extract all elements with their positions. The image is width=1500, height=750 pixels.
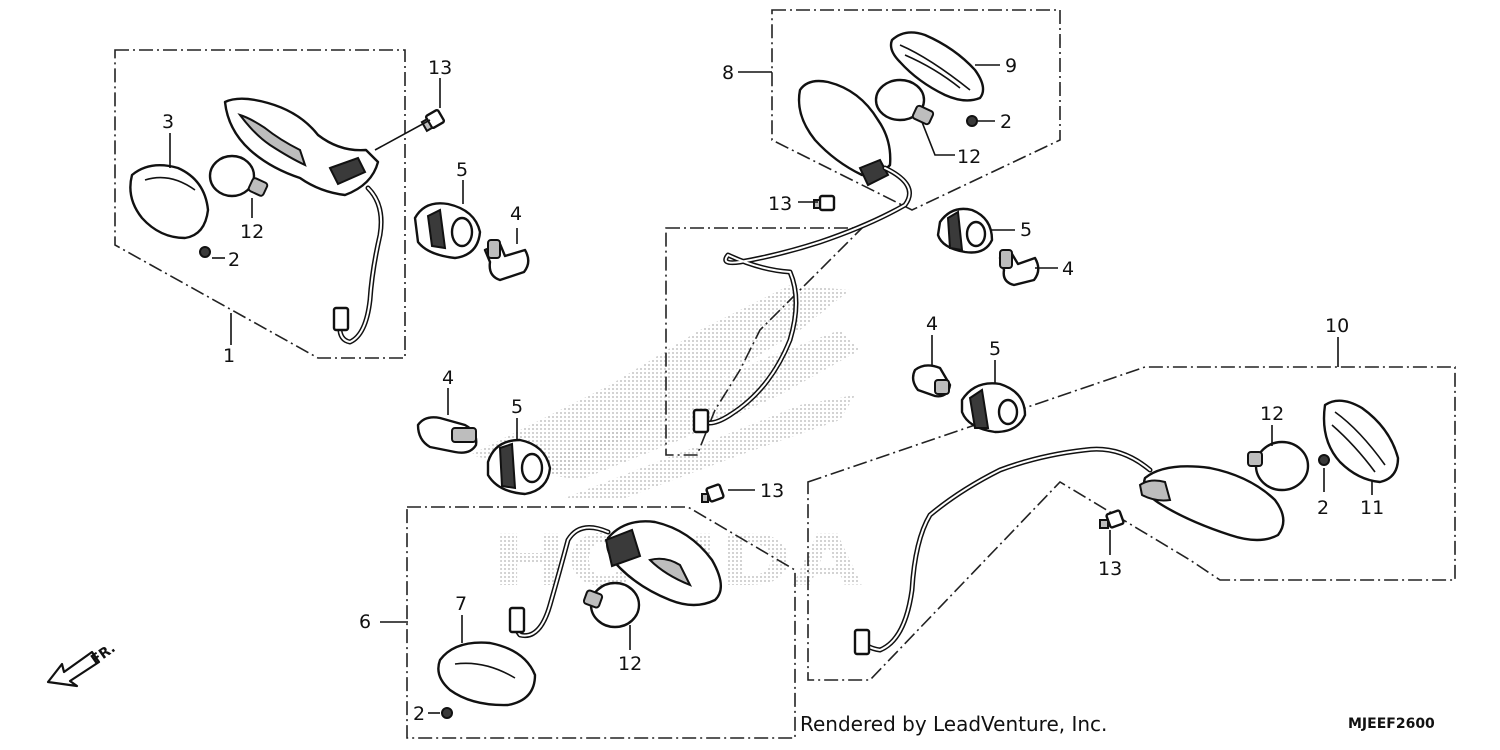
callout-1: 1 [223,345,235,367]
harness-8 [692,165,912,434]
callout-11: 11 [1360,497,1384,519]
assembly-frame-6 [406,506,796,739]
bolt-4-c [416,416,478,454]
callout-2-b: 2 [1000,111,1012,133]
leader-lines [169,64,1373,714]
callout-12-c: 12 [618,653,642,675]
assembly-frame-10 [807,366,1456,681]
bolt-4-d [911,364,952,398]
front-direction-arrow: FR. [46,640,119,688]
callout-8: 8 [722,62,734,84]
callout-13-a: 13 [428,57,452,79]
bulb-12-b [874,78,935,126]
callout-labels: 1 3 12 2 13 5 4 8 9 2 12 13 5 4 4 5 4 5 … [162,55,1384,725]
callout-9: 9 [1005,55,1017,77]
housing-6 [604,520,722,607]
callout-2-d: 2 [1317,497,1329,519]
callout-13-d: 13 [1098,558,1122,580]
lens-7 [437,641,537,707]
callout-5-c: 5 [989,338,1001,360]
harness-1 [332,185,384,345]
screw-2-d [1318,454,1330,466]
render-credit: Rendered by LeadVenture, Inc. [800,712,1107,736]
callout-3: 3 [162,111,174,133]
screw-13-a [420,108,446,133]
callout-2-a: 2 [228,249,240,271]
callout-12-a: 12 [240,221,264,243]
screw-13-b [813,194,836,212]
callout-4-a: 4 [510,203,522,225]
assembly-frame-8-harness [665,227,864,456]
screw-2-c [441,707,453,719]
bolt-4-b [998,249,1040,287]
screw-2-a [199,246,211,258]
assembly-frame-8 [771,9,1061,211]
grommet-5-d [960,382,1027,434]
screw-13-c [701,483,725,503]
screw-2-b [966,115,978,127]
callout-7: 7 [455,593,467,615]
grommet-5-c [486,438,552,496]
callout-2-c: 2 [413,703,425,725]
callout-12-b: 12 [957,146,981,168]
callout-10: 10 [1325,315,1349,337]
callout-5-b: 5 [1020,219,1032,241]
callout-5-d: 5 [511,396,523,418]
lens-9 [889,31,985,102]
bulb-12-d [1247,440,1310,492]
housing-10 [1138,465,1285,542]
grommet-5-a [413,202,482,260]
diagram-code: MJEEF2600 [1348,716,1435,732]
callout-13-c: 13 [760,480,784,502]
housing-1 [223,97,380,197]
housing-8 [797,79,892,187]
callout-4-b: 4 [1062,258,1074,280]
screw-13-d [1099,509,1125,529]
callout-12-d: 12 [1260,403,1284,425]
assembly-frame-1 [114,49,406,359]
lens-11 [1322,399,1400,484]
bulb-12-a [208,154,269,198]
harness-10 [853,446,1153,656]
callout-4-c: 4 [926,313,938,335]
bulb-12-c [582,581,641,629]
callout-4-d: 4 [442,367,454,389]
grommet-5-b [936,207,994,254]
callout-5-a: 5 [456,159,468,181]
callout-13-b: 13 [768,193,792,215]
bolt-4-a [483,239,530,282]
lens-3 [129,164,210,240]
callout-6: 6 [359,611,371,633]
harness-6 [508,525,611,639]
